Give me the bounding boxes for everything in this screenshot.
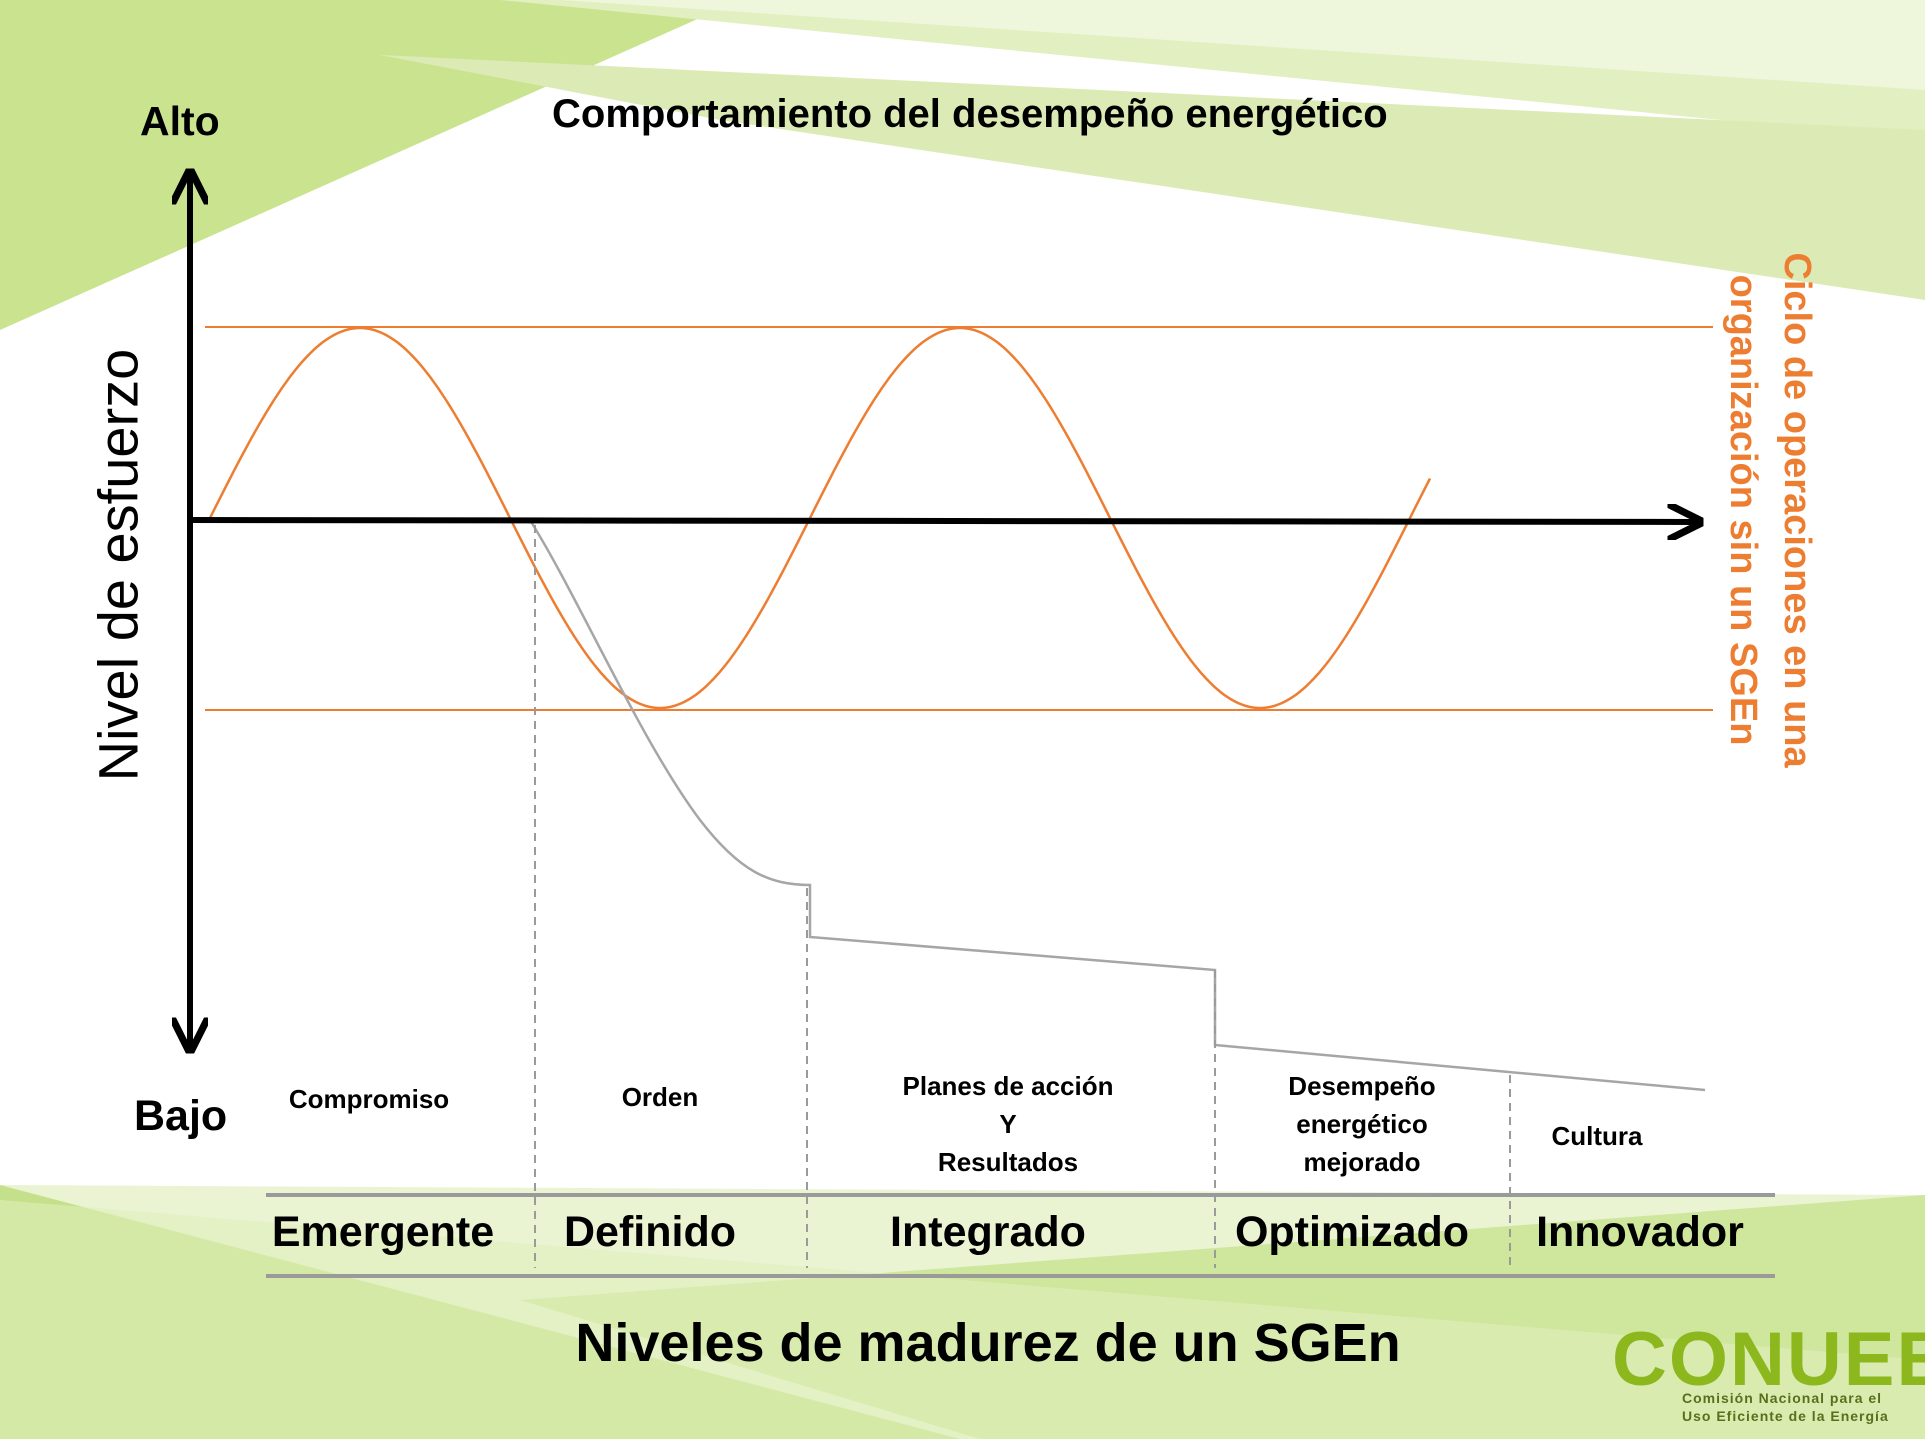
y-axis-high-label: Alto bbox=[140, 98, 220, 144]
diagram-title: Comportamiento del desempeño energético bbox=[552, 92, 1388, 136]
stage-separators bbox=[534, 525, 1511, 1268]
stage-planes: Planes de acción Y Resultados bbox=[903, 1067, 1114, 1181]
stage-cultura: Cultura bbox=[1552, 1117, 1643, 1155]
logo-subtitle-line: Uso Eficiente de la Energía bbox=[1682, 1408, 1889, 1424]
y-axis-label: Nivel de esfuerzo bbox=[86, 348, 150, 782]
level-integrado: Integrado bbox=[890, 1208, 1086, 1256]
level-innovador: Innovador bbox=[1536, 1208, 1744, 1256]
stage-desempeno: Desempeño energético mejorado bbox=[1288, 1067, 1435, 1181]
stage-line: Desempeño bbox=[1288, 1071, 1436, 1101]
y-axis-low-label: Bajo bbox=[134, 1092, 228, 1140]
maturity-curve bbox=[528, 519, 1706, 1092]
stage-compromiso: Compromiso bbox=[289, 1080, 449, 1118]
logo-subtitle-line: Comisión Nacional para el bbox=[1682, 1390, 1883, 1406]
x-axis-arrow bbox=[191, 520, 1700, 522]
stage-line: Y bbox=[999, 1109, 1017, 1139]
cycle-label-line: organización sin un SGEn bbox=[1722, 274, 1764, 746]
stage-line: Cultura bbox=[1551, 1121, 1643, 1151]
stage-line: mejorado bbox=[1303, 1147, 1421, 1177]
level-definido: Definido bbox=[564, 1208, 736, 1256]
cycle-label-line: Ciclo de operaciones en una bbox=[1776, 252, 1818, 768]
level-emergente: Emergente bbox=[271, 1208, 495, 1256]
level-optimizado: Optimizado bbox=[1234, 1208, 1470, 1256]
stage-orden: Orden bbox=[622, 1078, 699, 1116]
stage-line: energético bbox=[1296, 1109, 1428, 1139]
stage-line: Resultados bbox=[937, 1147, 1079, 1177]
stage-line: Planes de acción bbox=[902, 1071, 1114, 1101]
cycle-curve bbox=[208, 326, 1432, 710]
stage-line: Compromiso bbox=[288, 1084, 450, 1114]
cycle-label: Ciclo de operaciones en una organización… bbox=[1716, 252, 1824, 767]
maturity-title: Niveles de madurez de un SGEn bbox=[575, 1313, 1401, 1373]
logo-wordmark: CONUEE bbox=[1612, 1317, 1925, 1402]
stage-line: Orden bbox=[621, 1082, 699, 1112]
